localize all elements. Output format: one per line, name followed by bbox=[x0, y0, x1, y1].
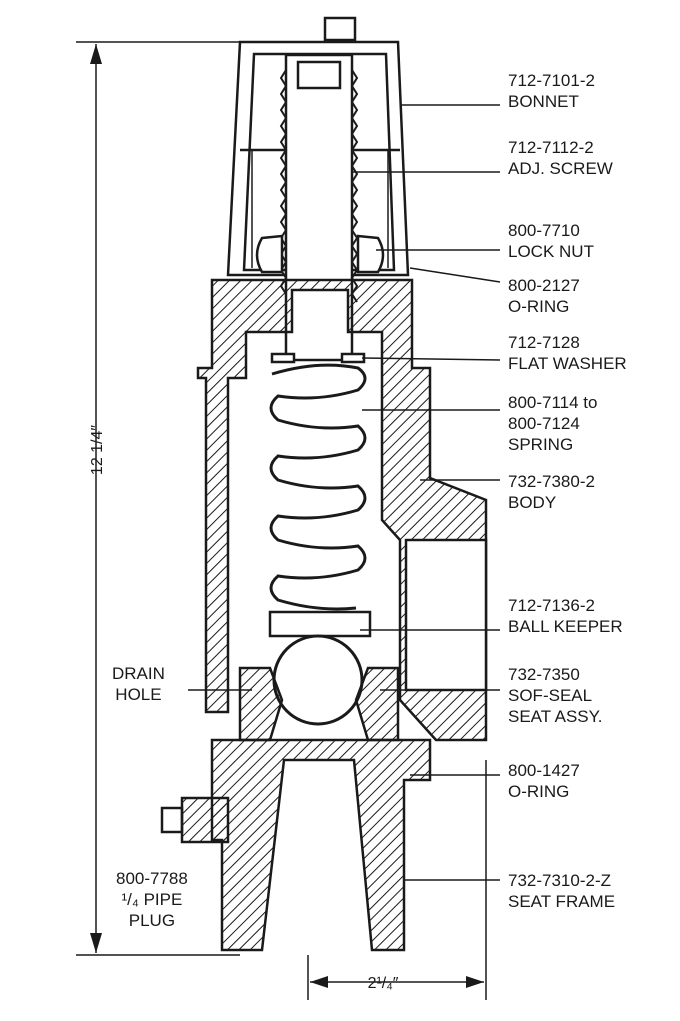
lock-nut bbox=[255, 234, 385, 274]
part-name: SOF-SEAL bbox=[508, 686, 593, 705]
part-number: 732-7350 bbox=[508, 665, 580, 684]
width-label: 2¹/₄″ bbox=[368, 975, 399, 992]
part-name: BONNET bbox=[508, 92, 579, 111]
body bbox=[196, 278, 488, 742]
part-number: 800-7114 to bbox=[508, 393, 598, 412]
part-label-bonnet: 712-7101-2 BONNET bbox=[508, 70, 595, 112]
part-number: 712-7112-2 bbox=[508, 138, 594, 157]
ball-keeper bbox=[268, 610, 372, 638]
spring bbox=[269, 363, 367, 611]
part-name: BODY bbox=[508, 493, 557, 512]
part-name: FLAT WASHER bbox=[508, 354, 627, 373]
pipe-plug-size: ¹/₄ PIPE bbox=[121, 890, 183, 909]
part-number: 800-1427 bbox=[508, 761, 580, 780]
height-label: 12 1/4″ bbox=[89, 425, 106, 475]
part-number: 712-7128 bbox=[508, 333, 580, 352]
adjusting-screw bbox=[279, 53, 359, 362]
part-number: 800-2127 bbox=[508, 276, 580, 295]
part-name: ADJ. SCREW bbox=[508, 159, 613, 178]
seat-frame bbox=[210, 738, 432, 952]
part-label-ball-keeper: 712-7136-2 BALL KEEPER bbox=[508, 595, 623, 637]
part-label-flat-washer: 712-7128 FLAT WASHER bbox=[508, 332, 627, 374]
sof-seal-seat-assembly bbox=[238, 666, 400, 742]
part-name: SPRING bbox=[508, 435, 574, 454]
part-number: 712-7136-2 bbox=[508, 596, 595, 615]
pipe-plug bbox=[160, 796, 230, 844]
part-number: 732-7380-2 bbox=[508, 472, 595, 491]
part-name: LOCK NUT bbox=[508, 242, 594, 261]
pipe-plug-name: PLUG bbox=[128, 911, 176, 930]
part-name: BALL KEEPER bbox=[508, 617, 623, 636]
pipe-plug-label: 800-7788 ¹/₄ PIPE PLUG bbox=[116, 868, 188, 931]
part-label-adj-screw: 712-7112-2 ADJ. SCREW bbox=[508, 137, 613, 179]
drain-hole-label: DRAIN HOLE bbox=[112, 663, 165, 705]
part-label-lock-nut: 800-7710 LOCK NUT bbox=[508, 220, 594, 262]
part-name: O-RING bbox=[508, 297, 570, 316]
pipe-plug-number: 800-7788 bbox=[116, 869, 188, 888]
part-name: O-RING bbox=[508, 782, 570, 801]
part-name-2: SEAT ASSY. bbox=[508, 707, 603, 726]
part-label-sof-seal: 732-7350 SOF-SEAL SEAT ASSY. bbox=[508, 664, 603, 727]
ball bbox=[272, 634, 364, 726]
height-dimension bbox=[76, 41, 240, 956]
part-label-o-ring-upper: 800-2127 O-RING bbox=[508, 275, 580, 317]
leader-lines bbox=[188, 104, 501, 881]
part-name: SEAT FRAME bbox=[508, 892, 616, 911]
part-number: 712-7101-2 bbox=[508, 71, 595, 90]
part-label-seat-frame: 732-7310-2-Z SEAT FRAME bbox=[508, 870, 615, 912]
part-label-o-ring-lower: 800-1427 O-RING bbox=[508, 760, 580, 802]
part-number: 732-7310-2-Z bbox=[508, 871, 612, 890]
cap bbox=[323, 16, 357, 42]
drain-hole-line1: DRAIN bbox=[112, 664, 165, 683]
drain-hole-line2: HOLE bbox=[115, 685, 162, 704]
part-label-body: 732-7380-2 BODY bbox=[508, 471, 595, 513]
part-number: 800-7710 bbox=[508, 221, 580, 240]
part-number-2: 800-7124 bbox=[508, 414, 580, 433]
part-label-spring: 800-7114 to 800-7124 SPRING bbox=[508, 392, 597, 455]
